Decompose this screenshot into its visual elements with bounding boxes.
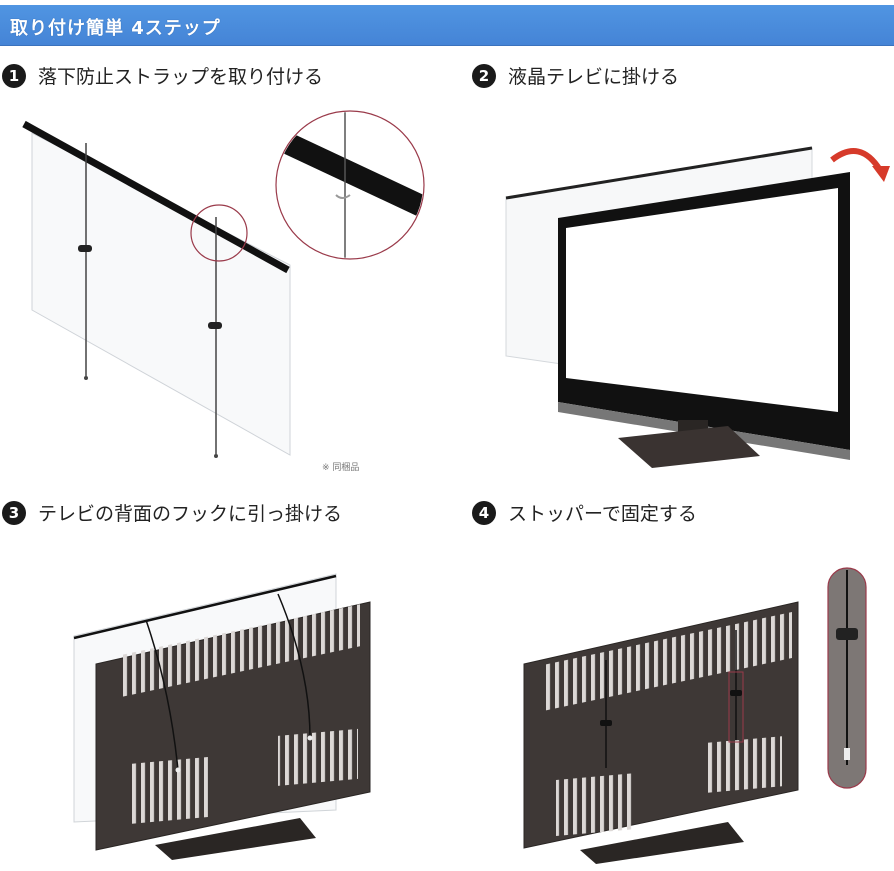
arrow-head-icon xyxy=(872,166,890,182)
step-3-heading: 3 テレビの背面のフックに引っ掛ける xyxy=(2,499,342,526)
step-2-label: 液晶テレビに掛ける xyxy=(508,66,680,88)
tv-vents-bottom-left xyxy=(132,757,208,824)
hook-detail-icon xyxy=(844,748,850,760)
strap-stopper-left xyxy=(78,245,92,252)
tv-screen xyxy=(566,188,838,412)
tv-vents-top xyxy=(120,604,360,698)
rail-detail xyxy=(277,125,423,220)
step-4-illustration xyxy=(523,567,867,864)
tv-vents-bottom-right xyxy=(706,736,782,793)
step-2-illustration xyxy=(505,146,890,468)
stopper-detail-icon xyxy=(836,628,858,640)
step-3-illustration xyxy=(73,573,371,860)
step-3-number-icon: 3 xyxy=(2,500,26,525)
tv-vents-top xyxy=(546,612,792,711)
step-4-label: ストッパーで固定する xyxy=(508,503,697,525)
hook-left xyxy=(175,767,181,773)
strap-hook-right xyxy=(214,454,218,458)
highlight-circle-small xyxy=(190,204,248,262)
step-2-heading: 2 液晶テレビに掛ける xyxy=(472,62,679,89)
header-bar: 取り付け簡単 4ステップ xyxy=(0,5,894,46)
hook-detail-icon xyxy=(335,194,351,199)
step-4-number-icon: 4 xyxy=(472,500,496,525)
tv-vents-bottom-left xyxy=(556,773,632,836)
strap-right xyxy=(277,593,311,739)
protector-panel xyxy=(31,132,291,456)
step-1-label: 落下防止ストラップを取り付ける xyxy=(38,66,324,88)
header-title: 取り付け簡単 4ステップ xyxy=(10,18,221,39)
strap-hook-left xyxy=(84,376,88,380)
step-1-heading: 1 落下防止ストラップを取り付ける xyxy=(2,62,323,89)
step-2-number-icon: 2 xyxy=(472,63,496,88)
tv-stand xyxy=(580,822,744,864)
step-4-heading: 4 ストッパーで固定する xyxy=(472,499,697,526)
step-3-label: テレビの背面のフックに引っ掛ける xyxy=(38,503,343,525)
hook-right xyxy=(307,735,313,741)
hang-arrow-icon xyxy=(830,148,883,172)
step-1-number-icon: 1 xyxy=(2,63,26,88)
tv-stand xyxy=(155,818,316,860)
stopper-right xyxy=(730,690,742,696)
protector-top-rail xyxy=(505,146,813,200)
strap-stopper-right xyxy=(208,322,222,329)
tv-stand xyxy=(618,426,760,468)
tv-vents-bottom-right xyxy=(278,728,358,786)
protector-top-rail xyxy=(73,574,337,640)
stopper-left xyxy=(600,720,612,726)
highlight-box xyxy=(728,671,744,743)
strap-left xyxy=(145,619,179,771)
included-item-note: ※ 同梱品 xyxy=(322,463,360,473)
step-1-illustration xyxy=(22,110,425,458)
